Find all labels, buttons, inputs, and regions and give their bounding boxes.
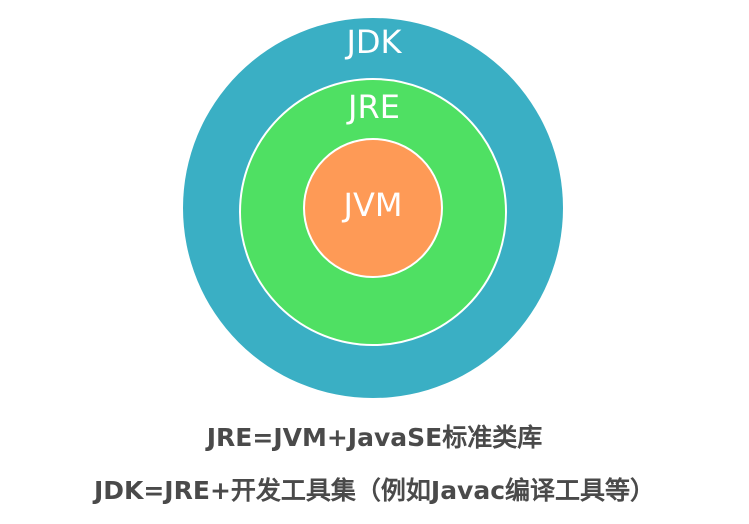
jre-definition-caption: JRE=JVM+JavaSE标准类库 <box>206 423 543 452</box>
jdk-label: JDK <box>344 23 402 61</box>
jdk-definition-caption: JDK=JRE+开发工具集（例如Javac编译工具等） <box>93 476 656 505</box>
jre-label: JRE <box>346 88 400 126</box>
jvm-circle <box>303 138 443 278</box>
jvm-label: JVM <box>342 186 403 224</box>
